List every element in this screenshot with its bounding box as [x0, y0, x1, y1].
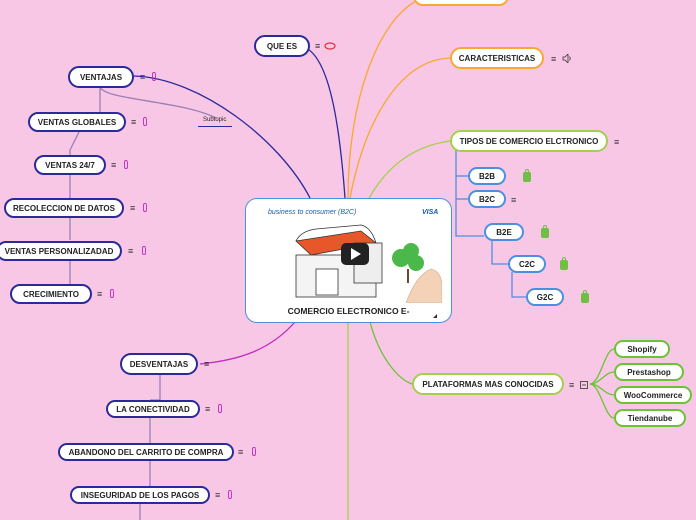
subtopic-label[interactable]: Subtopic — [203, 117, 227, 123]
note-icon[interactable]: ≡ — [569, 380, 575, 390]
node-b2e-label: B2E — [496, 227, 512, 237]
note-icon[interactable]: ≡ — [315, 41, 321, 51]
node-shopify-label: Shopify — [627, 344, 657, 354]
video-thumbnail[interactable]: business to consumer (B2C) VISA — [256, 203, 442, 303]
node-tiendanube-label: Tiendanube — [627, 413, 673, 423]
note-icon[interactable]: ≡ — [204, 359, 210, 369]
node-tipos-label: TIPOS DE COMERCIO ELCTRONICO — [459, 136, 599, 146]
note-icon[interactable]: ≡ — [131, 117, 137, 127]
link-icon[interactable] — [324, 42, 336, 50]
branch-node-top[interactable] — [413, 0, 509, 6]
note-icon[interactable]: ≡ — [614, 137, 620, 147]
shop-bag-icon[interactable] — [560, 257, 568, 270]
attachment-clip-icon[interactable] — [227, 490, 234, 499]
node-c2c-label: C2C — [518, 259, 535, 269]
resize-corner-icon[interactable] — [433, 314, 437, 318]
node-recoleccion-datos[interactable]: RECOLECCION DE DATOS — [4, 198, 124, 218]
node-crecimiento-label: CRECIMIENTO — [23, 289, 79, 299]
node-prestashop-label: Prestashop — [627, 367, 671, 377]
node-desventajas[interactable]: DESVENTAJAS — [120, 353, 198, 375]
node-caracteristicas-label: CARACTERISTICAS — [458, 53, 536, 63]
note-icon[interactable]: ≡ — [551, 54, 557, 64]
node-que-es[interactable]: QUE ES — [254, 35, 310, 57]
node-prestashop[interactable]: Prestashop — [614, 363, 684, 381]
note-icon[interactable]: ≡ — [238, 447, 244, 457]
node-ventas-globales[interactable]: VENTAS GLOBALES — [28, 112, 126, 132]
note-icon[interactable]: ≡ — [128, 246, 134, 256]
node-g2c[interactable]: G2C — [526, 288, 564, 306]
node-desventajas-label: DESVENTAJAS — [129, 359, 189, 369]
node-tipos-comercio[interactable]: TIPOS DE COMERCIO ELCTRONICO — [450, 130, 608, 152]
note-icon[interactable]: ≡ — [140, 72, 146, 82]
node-ventajas-label: VENTAJAS — [79, 72, 123, 82]
node-ventas-personalizadas[interactable]: VENTAS PERSONALIZADAD — [0, 241, 122, 261]
node-ventas-globales-label: VENTAS GLOBALES — [37, 117, 117, 127]
node-ventajas[interactable]: VENTAJAS — [68, 66, 134, 88]
node-b2b[interactable]: B2B — [468, 167, 506, 185]
attachment-clip-icon[interactable] — [142, 117, 149, 126]
shop-bag-icon[interactable] — [581, 290, 589, 303]
node-personalizadas-label: VENTAS PERSONALIZADAD — [4, 246, 114, 256]
note-icon[interactable]: ≡ — [130, 203, 136, 213]
node-conectividad[interactable]: LA CONECTIVIDAD — [106, 400, 200, 418]
node-b2b-label: B2B — [478, 171, 495, 181]
node-conectividad-label: LA CONECTIVIDAD — [116, 404, 190, 414]
attachment-clip-icon[interactable] — [123, 160, 130, 169]
central-topic-node[interactable]: business to consumer (B2C) VISA COMERCIO… — [245, 198, 452, 323]
node-shopify[interactable]: Shopify — [614, 340, 670, 358]
play-button-icon[interactable] — [341, 243, 369, 265]
node-inseguridad-label: INSEGURIDAD DE LOS PAGOS — [80, 490, 200, 500]
node-abandono-label: ABANDONO DEL CARRITO DE COMPRA — [68, 447, 224, 457]
node-abandono-carrito[interactable]: ABANDONO DEL CARRITO DE COMPRA — [58, 443, 234, 461]
node-crecimiento[interactable]: CRECIMIENTO — [10, 284, 92, 304]
note-icon[interactable]: ≡ — [111, 160, 117, 170]
node-b2c[interactable]: B2C — [468, 190, 506, 208]
node-inseguridad-pagos[interactable]: INSEGURIDAD DE LOS PAGOS — [70, 486, 210, 504]
node-que-es-label: QUE ES — [266, 41, 298, 51]
node-caracteristicas[interactable]: CARACTERISTICAS — [450, 47, 544, 69]
audio-icon[interactable] — [562, 54, 572, 63]
node-g2c-label: G2C — [536, 292, 554, 302]
node-woocommerce-label: WooCommerce — [623, 390, 683, 400]
thumbnail-logo: VISA — [422, 209, 439, 216]
attachment-clip-icon[interactable] — [109, 289, 116, 298]
node-tiendanube[interactable]: Tiendanube — [614, 409, 686, 427]
node-plataformas-label: PLATAFORMAS MAS CONOCIDAS — [422, 379, 554, 389]
note-icon[interactable]: ≡ — [511, 195, 517, 205]
shop-bag-icon[interactable] — [523, 169, 531, 182]
attachment-clip-icon[interactable] — [142, 203, 149, 212]
note-icon[interactable]: ≡ — [97, 289, 103, 299]
node-woocommerce[interactable]: WooCommerce — [614, 386, 692, 404]
node-plataformas[interactable]: PLATAFORMAS MAS CONOCIDAS — [412, 373, 564, 395]
thumbnail-caption: business to consumer (B2C) — [268, 209, 357, 216]
node-b2e[interactable]: B2E — [484, 223, 524, 241]
shop-bag-icon[interactable] — [541, 225, 549, 238]
node-recoleccion-label: RECOLECCION DE DATOS — [13, 203, 115, 213]
attachment-clip-icon[interactable] — [217, 404, 224, 413]
node-c2c[interactable]: C2C — [508, 255, 546, 273]
note-icon[interactable]: ≡ — [215, 490, 221, 500]
note-icon[interactable]: ≡ — [205, 404, 211, 414]
attachment-clip-icon[interactable] — [151, 72, 158, 81]
attachment-clip-icon[interactable] — [251, 447, 258, 456]
node-ventas-247[interactable]: VENTAS 24/7 — [34, 155, 106, 175]
node-ventas-247-label: VENTAS 24/7 — [45, 160, 95, 170]
central-topic-title: COMERCIO ELECTRONICO E- — [287, 306, 410, 316]
subtopic-underline — [198, 126, 232, 127]
node-b2c-label: B2C — [478, 194, 495, 204]
attachment-clip-icon[interactable] — [141, 246, 148, 255]
collapse-icon[interactable] — [580, 381, 588, 389]
